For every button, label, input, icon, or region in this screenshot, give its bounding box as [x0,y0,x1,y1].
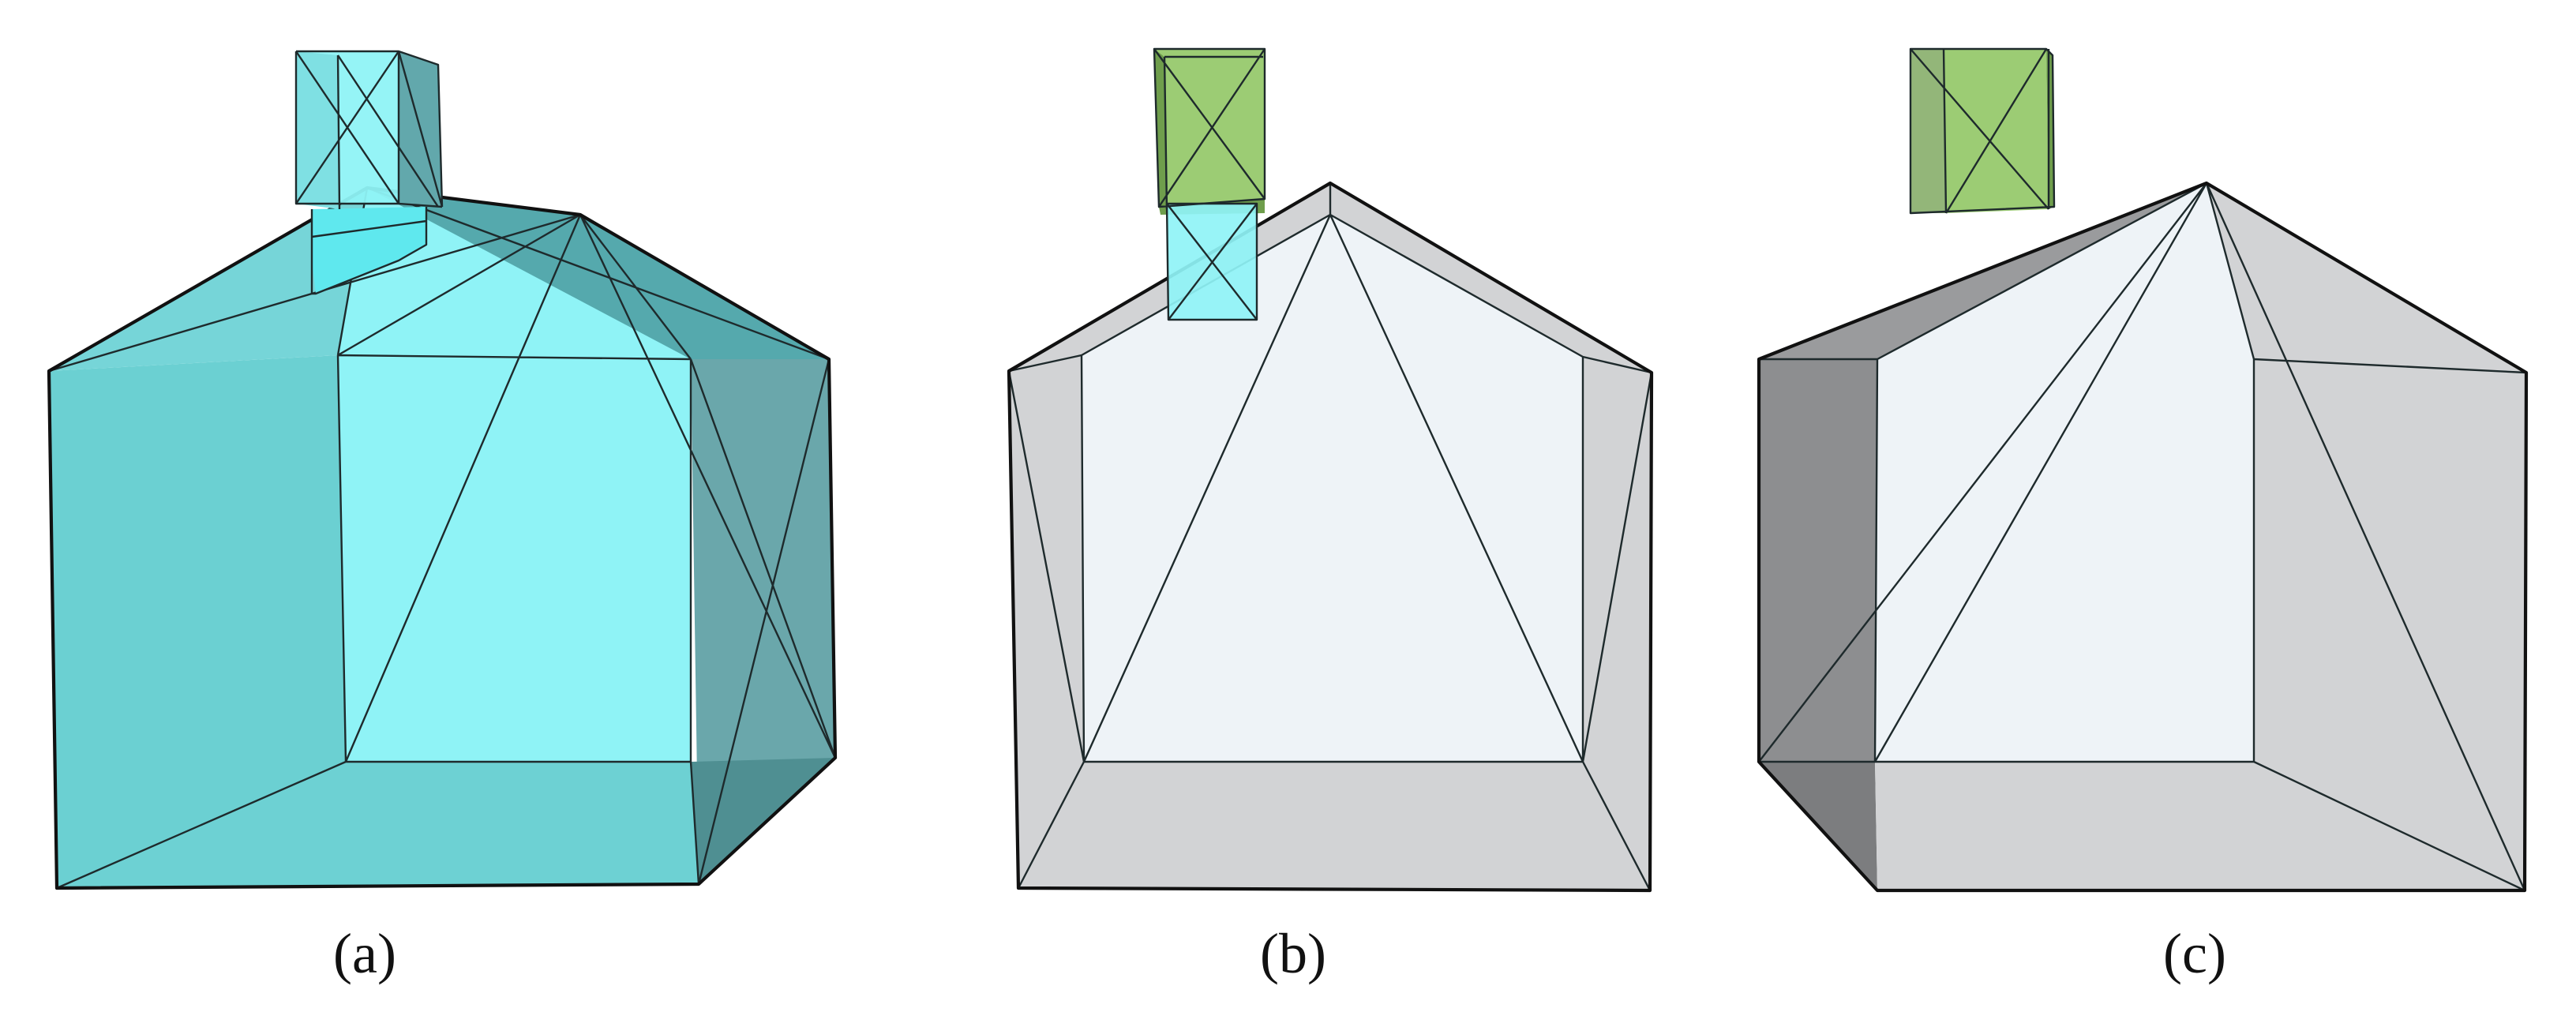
box-shape-b [1153,47,1266,321]
frame-inner-edges [1007,183,1653,891]
house-shape-c [1757,181,2529,893]
green-box-edges [1153,47,1266,210]
green-box-front [1154,49,1265,207]
box-shape-a [294,50,444,295]
house-front-face [338,188,691,762]
house-bottom-face [57,762,699,888]
green-box-left-c [1910,49,1946,213]
box-top-front-left [296,51,339,209]
box-edges-a [294,50,444,295]
box-lower-part [312,207,426,294]
box-shape-c [1909,47,2056,215]
house-shape-a [47,186,838,890]
back-face [1082,215,1583,762]
green-box-edges-c [1909,47,2056,215]
panel-label-b: (b) [1260,922,1326,985]
house-bottom-frame [1875,762,2525,890]
frame-bottom [1018,762,1650,890]
house-outline-b [1007,181,1654,893]
green-box-side [1154,49,1167,209]
frame-right [1330,183,1652,890]
cyan-box-edges [1165,202,1258,321]
house-inner-edges-c [1758,182,2527,892]
house-left-dark [1759,359,1877,762]
panel-label-a: (a) [333,922,396,985]
panel-b [1007,47,1654,893]
house-left-face [49,355,346,888]
back-face-c [1875,183,2254,762]
house-shape-b [1007,181,1654,893]
panel-label-c: (c) [2163,922,2226,985]
panel-a [47,50,838,890]
house-outline-c [1757,181,2529,893]
panel-c [1757,47,2529,893]
frame-left [1009,183,1330,888]
